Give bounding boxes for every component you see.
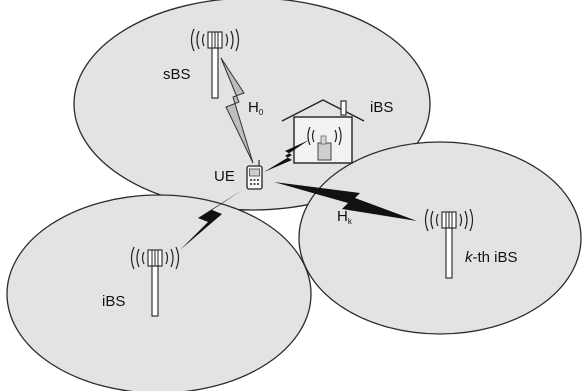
house-ue-link-bolt-icon [264,140,309,172]
ibs-house-label: iBS [370,99,393,116]
h0-label: H0 [248,99,264,117]
house-icon [281,99,365,164]
interfering-cell-kth [298,141,582,335]
hk-link-bolt-icon [274,182,417,221]
h0-link-bolt-icon [220,57,254,164]
kth-ibs-label: k-th iBS [465,249,518,266]
sbs-label: sBS [163,66,191,83]
bottom-ibs-link-bolt-icon [180,189,244,250]
interfering-cell-bottom [6,194,312,391]
ibs-bottom-label: iBS [102,293,125,310]
hk-label: Hk [337,208,353,226]
phone-icon [246,160,263,190]
ue-label: UE [214,168,235,185]
